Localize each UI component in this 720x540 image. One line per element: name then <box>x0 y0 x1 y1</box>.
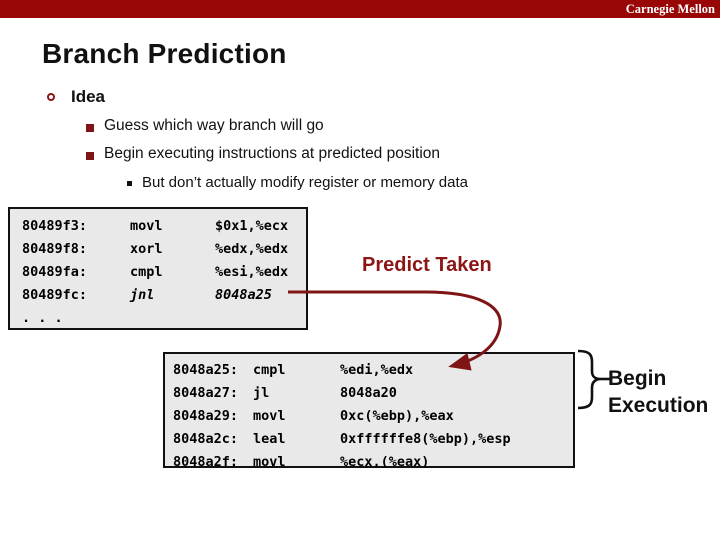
code-line: 80489f8: xorl %edx,%edx <box>10 238 306 261</box>
idea-heading: Idea <box>71 87 106 106</box>
code-addr: 80489f3: <box>22 218 88 234</box>
code-mnem <box>130 307 215 330</box>
code-addr: . . . <box>22 310 63 326</box>
square-bullet-icon <box>86 152 94 160</box>
code-args: 0xffffffe8(%ebp),%esp <box>340 431 511 447</box>
code-addr: 8048a2c: <box>173 431 239 447</box>
circle-bullet-icon <box>47 93 55 101</box>
code-addr: 8048a27: <box>173 385 239 401</box>
code-mnem: leal <box>253 431 286 447</box>
code-line: . . . <box>10 307 306 330</box>
square-bullet-icon <box>86 124 94 132</box>
code-args: $0x1,%ecx <box>215 218 289 234</box>
code-line: 80489fc: jnl 8048a25 <box>10 284 306 307</box>
code-args: %ecx,(%eax) <box>340 454 430 470</box>
code-mnem: cmpl <box>253 362 286 378</box>
code-addr: 80489fc: <box>22 287 88 303</box>
small-square-bullet-icon <box>127 181 132 186</box>
code-addr: 8048a29: <box>173 408 239 424</box>
code-line: 8048a2f: movl %ecx,(%eax) <box>165 451 573 474</box>
carnegie-mellon-logo: Carnegie Mellon <box>625 2 715 16</box>
code-mnem: movl <box>253 454 286 470</box>
code-addr: 8048a25: <box>173 362 239 378</box>
begin-execution-label: Begin Execution <box>608 365 708 419</box>
code-addr: 80489fa: <box>22 264 88 280</box>
code-block-branch: 80489f3: movl $0x1,%ecx 80489f8: xorl %edx,%e… <box>8 207 308 330</box>
code-args: 8048a25 <box>215 287 272 303</box>
code-args: 8048a20 <box>340 385 397 401</box>
code-mnem: jnl <box>130 287 155 303</box>
code-line: 8048a27: jl 8048a20 <box>165 382 573 405</box>
begin-execution-line1: Begin <box>608 367 667 390</box>
page-title: Branch Prediction <box>42 38 287 69</box>
code-mnem: movl <box>253 408 286 424</box>
code-args: 0xc(%ebp),%eax <box>340 408 454 424</box>
bullet-guess: Guess which way branch will go <box>104 117 324 134</box>
code-line: 80489f3: movl $0x1,%ecx <box>10 215 306 238</box>
top-banner: Carnegie Mellon <box>0 0 720 18</box>
bullet-begin-executing: Begin executing instructions at predicte… <box>104 145 441 162</box>
code-mnem: movl <box>130 218 163 234</box>
code-args: %edi,%edx <box>340 362 414 378</box>
begin-execution-line2: Execution <box>608 394 709 417</box>
code-line: 8048a29: movl 0xc(%ebp),%eax <box>165 405 573 428</box>
begin-execution-brace <box>577 349 602 410</box>
code-line: 80489fa: cmpl %esi,%edx <box>10 261 306 284</box>
predict-taken-label: Predict Taken <box>362 254 492 276</box>
code-mnem: cmpl <box>130 264 163 280</box>
code-mnem: jl <box>253 385 270 401</box>
code-args: %edx,%edx <box>215 241 289 257</box>
code-mnem: xorl <box>130 241 163 257</box>
code-addr: 8048a2f: <box>173 454 239 470</box>
code-args: %esi,%edx <box>215 264 289 280</box>
bullet-dont-modify: But don’t actually modify register or me… <box>142 174 468 191</box>
code-addr: 80489f8: <box>22 241 88 257</box>
code-line: 8048a2c: leal 0xffffffe8(%ebp),%esp <box>165 428 573 451</box>
code-line: 8048a25: cmpl %edi,%edx <box>165 359 573 382</box>
